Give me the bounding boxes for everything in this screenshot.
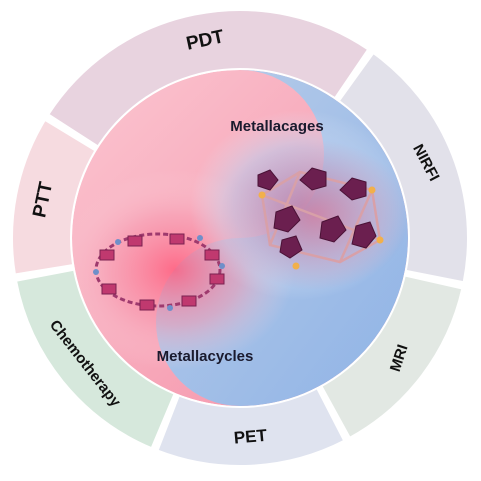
- segment-label-pet: PET: [233, 426, 268, 448]
- cycle-node: [204, 249, 220, 261]
- cycle-atom: [219, 263, 225, 269]
- yin-yang: [72, 70, 408, 406]
- cage-metal-atom: [258, 191, 266, 199]
- cycle-atom: [115, 239, 121, 245]
- cycle-node: [99, 249, 115, 261]
- cage-panel: [351, 221, 377, 249]
- cage-panel: [279, 235, 303, 259]
- cycle-node: [169, 233, 185, 245]
- cycle-node: [139, 299, 155, 311]
- cycle-node: [127, 235, 143, 247]
- cage-panel: [299, 167, 327, 191]
- cage-metal-atom: [376, 236, 384, 244]
- metallacycle-structure-icon: [93, 232, 225, 311]
- cycle-node: [101, 283, 117, 295]
- cycle-atom: [93, 269, 99, 275]
- cage-metal-atom: [292, 262, 300, 270]
- cage-panel: [319, 215, 347, 243]
- cycle-node: [181, 295, 197, 307]
- metallacycles-label: Metallacycles: [157, 348, 254, 365]
- cycle-node: [209, 273, 225, 285]
- cycle-atom: [167, 305, 173, 311]
- cage-panel: [257, 169, 279, 191]
- cage-panel: [273, 205, 301, 233]
- metallacage-structure-icon: [257, 167, 384, 270]
- metallacages-label: Metallacages: [230, 118, 323, 135]
- cage-metal-atom: [368, 186, 376, 194]
- cycle-atom: [197, 235, 203, 241]
- cage-panel: [339, 177, 367, 201]
